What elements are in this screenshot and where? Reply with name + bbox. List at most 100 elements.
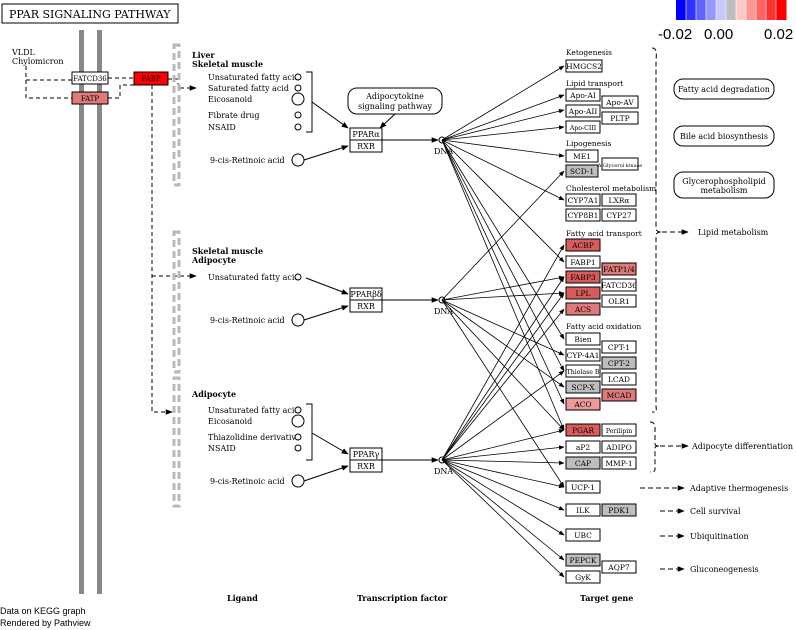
- gene-label-fatp14: FATP1/4: [603, 265, 635, 274]
- section-bar-2: [172, 230, 181, 374]
- gene-acbp[interactable]: ACBP: [565, 238, 601, 252]
- regulation-edge: [441, 139, 565, 201]
- regulation-edge: [441, 139, 565, 340]
- tf-rxr-2[interactable]: RXR: [349, 299, 383, 313]
- gene-cpt2[interactable]: CPT-2: [601, 356, 637, 370]
- gene-label-pgar: PGAR: [572, 426, 594, 435]
- regulation-edge: [441, 459, 565, 578]
- gene-ilk[interactable]: ILK: [565, 503, 601, 517]
- gene-label-lcad: LCAD: [608, 375, 630, 384]
- gene-scpx[interactable]: SCP-X: [565, 380, 601, 394]
- gene-mcad[interactable]: MCAD: [601, 388, 637, 402]
- gene-hmgcs2[interactable]: HMGCS2: [565, 59, 603, 73]
- gene-apoa2[interactable]: Apo-AII: [565, 104, 601, 118]
- gene-pgar[interactable]: PGAR: [565, 423, 601, 437]
- gene-mmp1[interactable]: MMP-1: [601, 456, 637, 470]
- regulation-edge: [441, 170, 565, 301]
- gene-apoav[interactable]: Apo-AV: [601, 95, 639, 109]
- gene-aco[interactable]: ACO: [565, 397, 601, 411]
- tf-rxr-1[interactable]: RXR: [349, 139, 383, 153]
- section-bar-1: [172, 43, 181, 187]
- regulation-edge: [441, 291, 565, 301]
- gene-fatp-left[interactable]: FATP: [71, 91, 109, 105]
- gene-label-ap2: aP2: [576, 443, 591, 452]
- gene-label-cyp4a1: CYP-4A1: [567, 351, 600, 360]
- regulation-edge: [441, 94, 565, 141]
- gene-box-fabp1: [565, 255, 601, 269]
- regulation-edge: [441, 65, 565, 141]
- gene-fatcd36-left[interactable]: FATCD36: [71, 71, 109, 85]
- gene-box-ubc: [565, 528, 601, 542]
- gene-cyp4a1[interactable]: CYP-4A1: [565, 348, 601, 362]
- s1-ligand-1: Saturated fatty acid: [208, 84, 289, 93]
- gene-gyk[interactable]: GyK: [565, 570, 601, 584]
- s3-ligand-circles: [291, 406, 305, 452]
- gene-cyp8b1[interactable]: CYP8B1: [565, 208, 601, 222]
- gene-lpl[interactable]: LPL: [565, 286, 601, 300]
- gene-ap2[interactable]: aP2: [565, 440, 601, 454]
- fatp-to-fabp: [108, 84, 134, 99]
- gene-label-pltp: PLTP: [610, 114, 629, 123]
- svg-text:Adipocytokine: Adipocytokine: [365, 92, 424, 101]
- outcome-glycerophospholipid[interactable]: Glycerophospholipid metabolism: [673, 171, 775, 199]
- gene-scd1[interactable]: SCD-1: [565, 164, 599, 178]
- gene-thiolase[interactable]: Thiolase B: [565, 364, 601, 378]
- gene-ubc[interactable]: UBC: [565, 528, 601, 542]
- gene-fatp14[interactable]: FATP1/4: [601, 262, 637, 276]
- gene-label-olr1: OLR1: [608, 297, 630, 306]
- gene-lxra[interactable]: LXRα: [601, 193, 637, 207]
- gene-box-bien: [565, 332, 601, 346]
- gene-apoa1[interactable]: Apo-AI: [565, 88, 601, 102]
- gene-fabp1[interactable]: FABP1: [565, 255, 601, 269]
- gene-cyp27[interactable]: CYP27: [601, 208, 637, 222]
- outcome-adaptive: Adaptive thermogenesis: [689, 484, 788, 493]
- gene-aqp7[interactable]: AQP7: [601, 560, 637, 574]
- legend-swatch: [756, 0, 767, 20]
- gene-pdk1[interactable]: PDK1: [601, 503, 637, 517]
- credit-line-2: Rendered by Pathview: [0, 618, 91, 628]
- gene-label-me1: ME1: [573, 152, 591, 161]
- svg-text:Lipid transport: Lipid transport: [566, 79, 623, 88]
- gene-acs[interactable]: ACS: [565, 302, 601, 316]
- regulation-edge: [441, 459, 565, 489]
- tf-ppar-beta-delta[interactable]: PPARβδ: [349, 287, 383, 301]
- s3-retinoic: 9-cis-Retinoic acid: [210, 477, 285, 486]
- gene-pltp[interactable]: PLTP: [601, 111, 639, 125]
- gene-lcad[interactable]: LCAD: [601, 372, 637, 386]
- outcome-gluconeogenesis: Gluconeogenesis: [690, 565, 759, 574]
- gene-me1[interactable]: ME1: [565, 149, 599, 163]
- gene-cap[interactable]: CAP: [565, 456, 601, 470]
- regulation-edge: [441, 445, 565, 461]
- outcome-ubiquitination: Ubiquitination: [690, 532, 749, 541]
- outcome-bile-acid[interactable]: Bile acid biosynthesis: [673, 125, 775, 147]
- gene-glycerol[interactable]: Δ Glycerol kinase: [598, 157, 642, 171]
- gene-olr1[interactable]: OLR1: [601, 294, 637, 308]
- gene-adipo[interactable]: ADIPO: [601, 440, 637, 454]
- dna-label-1: DNA: [434, 147, 453, 156]
- tf-rxr-3[interactable]: RXR: [349, 459, 383, 473]
- gene-bien[interactable]: Bien: [565, 332, 601, 346]
- gene-pepck[interactable]: PEPCK: [565, 553, 601, 567]
- gene-fatcd36[interactable]: FATCD36: [601, 278, 637, 292]
- gene-box-cpt1: [601, 340, 637, 354]
- gene-box-olr1: [601, 294, 637, 308]
- outcome-fa-degradation[interactable]: Fatty acid degradation: [673, 78, 775, 100]
- gene-label-gyk: GyK: [575, 573, 591, 582]
- gene-fabp3[interactable]: FABP3: [565, 270, 601, 284]
- gene-cyp7a1[interactable]: CYP7A1: [565, 193, 601, 207]
- gene-apoc3[interactable]: Apo-CIII: [565, 120, 601, 134]
- adipocytokine-pathway-link[interactable]: Adipocytokine signaling pathway: [347, 87, 443, 115]
- gene-fabp-left[interactable]: FABP: [133, 71, 169, 86]
- gene-cpt1[interactable]: CPT-1: [601, 340, 637, 354]
- legend-swatches: [676, 0, 787, 20]
- gene-label-hmgcs2: HMGCS2: [566, 62, 602, 71]
- gene-ucp1[interactable]: UCP-1: [565, 480, 601, 494]
- tf-ppar-gamma[interactable]: PPARγ: [349, 447, 383, 461]
- s3-bracket: [306, 403, 313, 461]
- tf-ppar-alpha[interactable]: PPARα: [349, 127, 383, 141]
- s2-title-adipocyte: Adipocyte: [191, 255, 236, 265]
- gene-box-cyp27: [601, 208, 637, 222]
- gene-box-acs: [565, 302, 601, 316]
- s1-retinoic-circle: [291, 153, 305, 167]
- gene-perilipin[interactable]: Perilipin: [601, 423, 637, 437]
